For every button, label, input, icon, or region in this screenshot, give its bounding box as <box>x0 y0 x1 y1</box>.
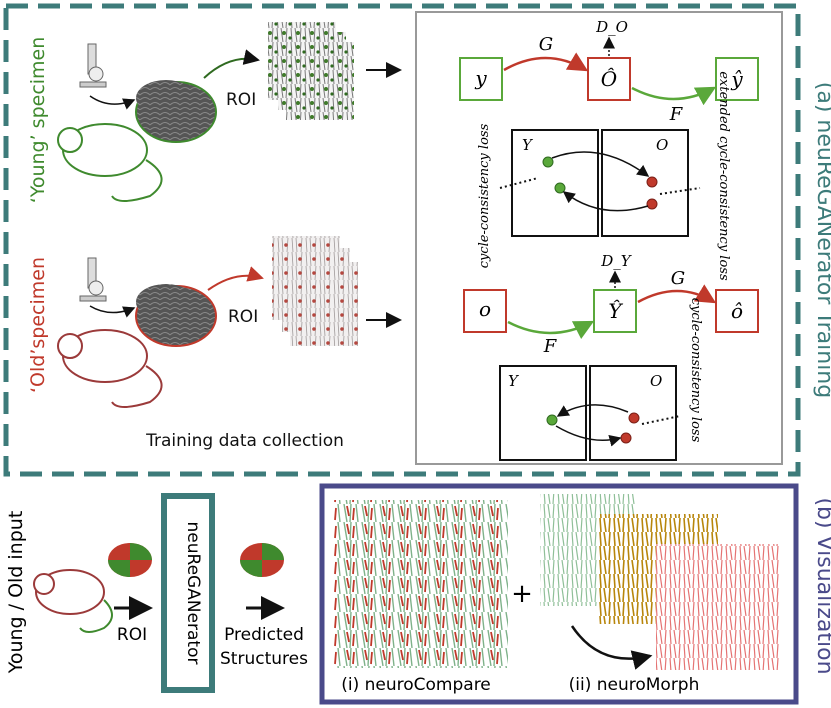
loss-right-label: extended cycle-consistency loss <box>716 71 731 281</box>
model-label: neuReGANerator <box>183 522 203 665</box>
node-O-hat <box>587 57 631 101</box>
tissue-stack-old <box>272 236 358 346</box>
young-specimen-label: ‘Young’ specimen <box>27 37 49 204</box>
disc-DY-label: D_Y <box>600 252 633 270</box>
model-box <box>161 493 215 693</box>
loss-left-label: cycle-consistency loss <box>477 123 492 268</box>
node-Y-hat <box>593 289 637 333</box>
panel-a-side-label: (a) neuReGANerator Training <box>812 82 831 398</box>
predicted-line1: Predicted <box>224 625 304 645</box>
box-Y2-label: Y <box>508 372 520 390</box>
node-y-label: y <box>474 66 487 90</box>
box-O2-label: O <box>650 372 662 390</box>
domain-box-Y2 <box>499 365 587 461</box>
box-O1-label: O <box>656 136 668 154</box>
roi-input-label: ROI <box>117 625 147 645</box>
plus-sign: + <box>511 579 533 609</box>
neuromorph-old-image <box>656 544 780 670</box>
mouse-young-icon <box>57 123 163 202</box>
neuromorph-label: (ii) neuroMorph <box>569 675 700 695</box>
neurocompare-image <box>334 500 508 668</box>
microscope-icon <box>79 43 107 88</box>
brain-slice-old <box>135 284 217 347</box>
domain-box-Y1 <box>511 129 599 237</box>
node-o-hat <box>715 289 759 333</box>
arrow-F2-label: F <box>543 336 558 357</box>
domain-box-O1 <box>601 129 689 237</box>
arrow-G2-label: G <box>671 268 685 289</box>
neurocompare-label: (i) neuroCompare <box>341 675 491 695</box>
node-o-label: o <box>479 297 491 321</box>
roi-young-label: ROI <box>226 90 256 110</box>
arrow-G-label: G <box>539 34 553 55</box>
disc-DO-label: D_O <box>595 18 628 36</box>
brain-roi-icon <box>108 543 152 577</box>
panel-b-side-label: (b) Visualization <box>812 497 831 674</box>
node-y-hat-label: ŷ <box>730 67 743 91</box>
mouse-old-icon <box>57 329 163 408</box>
box-Y1-label: Y <box>522 136 534 154</box>
node-y <box>459 57 503 101</box>
tissue-stack-young <box>268 22 354 120</box>
microscope-icon <box>79 257 107 302</box>
node-O-hat-label: Ô <box>601 66 617 91</box>
training-caption: Training data collection <box>145 431 344 451</box>
node-Y-hat-label: Ŷ <box>608 299 623 323</box>
mouse-input-icon <box>33 569 113 633</box>
input-label: Young / Old input <box>5 511 27 675</box>
predicted-line2: Structures <box>220 649 308 669</box>
panel-a-frame <box>3 3 801 477</box>
node-y-hat <box>715 57 759 101</box>
brain-slice-young <box>135 80 217 143</box>
roi-old-label: ROI <box>228 307 258 327</box>
loss-2-label: cycle-consistency loss <box>688 298 703 443</box>
node-o-hat-label: ô <box>731 299 743 323</box>
arrow-F-label: F <box>669 104 684 125</box>
brain-predicted-icon <box>240 543 284 577</box>
node-o <box>463 289 507 333</box>
old-specimen-label: ‘Old’specimen <box>27 257 49 393</box>
